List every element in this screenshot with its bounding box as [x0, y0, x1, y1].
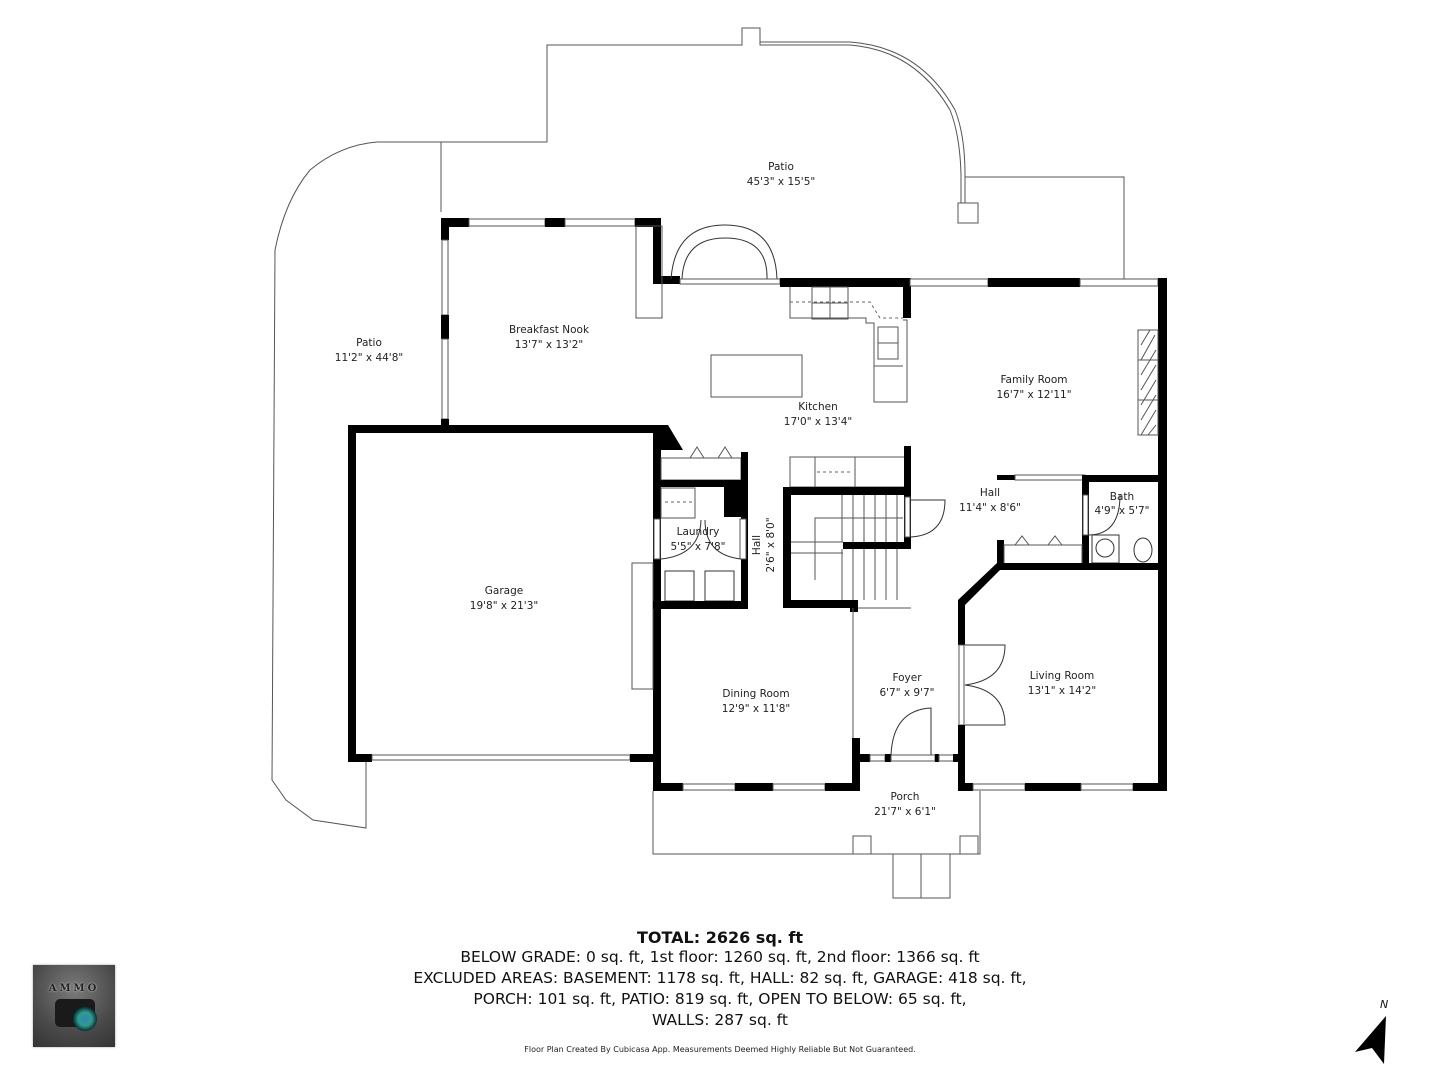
svg-text:Living Room: Living Room	[1030, 670, 1094, 682]
svg-text:Family Room: Family Room	[1000, 374, 1067, 386]
room-label-bath: Bath 4'9" x 5'7"	[1094, 491, 1149, 517]
svg-text:2'6" x 8'0": 2'6" x 8'0"	[765, 517, 777, 572]
room-label-hall-narrow: Hall 2'6" x 8'0"	[751, 517, 777, 572]
logo-text: AMMO	[48, 983, 100, 994]
svg-text:Hall: Hall	[980, 487, 1000, 499]
porch-outline	[652, 791, 981, 899]
svg-text:Bath: Bath	[1110, 491, 1134, 503]
room-label-family-room: Family Room 16'7" x 12'11"	[996, 374, 1071, 401]
camera-lens-icon	[73, 1007, 97, 1031]
room-label-hall-main: Hall 11'4" x 8'6"	[959, 487, 1021, 514]
disclaimer: Floor Plan Created By Cubicasa App. Meas…	[524, 1045, 916, 1054]
svg-text:5'5" x 7'8": 5'5" x 7'8"	[670, 541, 725, 553]
svg-text:Patio: Patio	[356, 337, 382, 349]
svg-text:13'1" x 14'2": 13'1" x 14'2"	[1028, 685, 1096, 697]
room-label-patio-left: Patio 11'2" x 44'8"	[335, 337, 403, 364]
svg-text:13'7" x 13'2": 13'7" x 13'2"	[515, 339, 583, 351]
excluded-areas-line-1: EXCLUDED AREAS: BASEMENT: 1178 sq. ft, H…	[413, 969, 1027, 987]
svg-text:Porch: Porch	[891, 791, 920, 803]
kitchen-fixtures	[710, 286, 908, 403]
svg-text:4'9" x 5'7": 4'9" x 5'7"	[1094, 505, 1149, 517]
kitchen-back-wall	[780, 278, 1167, 790]
room-label-foyer: Foyer 6'7" x 9'7"	[879, 672, 934, 699]
walls-area: WALLS: 287 sq. ft	[652, 1011, 788, 1029]
svg-text:11'4" x 8'6": 11'4" x 8'6"	[959, 502, 1021, 514]
excluded-areas-line-2: PORCH: 101 sq. ft, PATIO: 819 sq. ft, OP…	[473, 990, 967, 1008]
ammo-logo: AMMO	[33, 965, 115, 1047]
svg-text:12'9" x 11'8": 12'9" x 11'8"	[722, 703, 790, 715]
room-label-laundry: Laundry 5'5" x 7'8"	[670, 526, 725, 553]
room-label-porch: Porch 21'7" x 6'1"	[874, 791, 936, 818]
svg-text:19'8" x 21'3": 19'8" x 21'3"	[470, 600, 538, 612]
room-label-patio-top: Patio 45'3" x 15'5"	[747, 161, 815, 188]
room-label-dining-room: Dining Room 12'9" x 11'8"	[722, 688, 790, 715]
svg-text:45'3" x 15'5": 45'3" x 15'5"	[747, 176, 815, 188]
svg-text:21'7" x 6'1": 21'7" x 6'1"	[874, 806, 936, 818]
room-label-kitchen: Kitchen 17'0" x 13'4"	[784, 401, 852, 428]
svg-text:Foyer: Foyer	[892, 672, 922, 684]
svg-text:Dining Room: Dining Room	[722, 688, 789, 700]
bay-window-arch	[670, 224, 781, 285]
north-arrow-icon	[1355, 1016, 1386, 1064]
total-area: TOTAL: 2626 sq. ft	[636, 928, 804, 947]
svg-text:17'0" x 13'4": 17'0" x 13'4"	[784, 416, 852, 428]
svg-text:Patio: Patio	[768, 161, 794, 173]
floor-area-breakdown: BELOW GRADE: 0 sq. ft, 1st floor: 1260 s…	[460, 948, 980, 966]
room-label-living-room: Living Room 13'1" x 14'2"	[1028, 670, 1096, 697]
room-label-garage: Garage 19'8" x 21'3"	[470, 585, 538, 612]
dining-foyer-walls	[653, 608, 965, 791]
svg-text:11'2" x 44'8": 11'2" x 44'8"	[335, 352, 403, 364]
staircase	[783, 446, 946, 612]
room-label-breakfast-nook: Breakfast Nook 13'7" x 13'2"	[509, 324, 590, 351]
svg-text:Hall: Hall	[751, 535, 763, 555]
svg-text:Breakfast Nook: Breakfast Nook	[509, 324, 590, 336]
north-label: N	[1380, 998, 1389, 1011]
svg-text:16'7" x 12'11": 16'7" x 12'11"	[996, 389, 1071, 401]
laundry-area	[653, 446, 748, 609]
svg-text:Garage: Garage	[485, 585, 523, 597]
patio-outlines	[271, 27, 1125, 829]
svg-text:Laundry: Laundry	[677, 526, 720, 538]
compass: N	[1350, 998, 1400, 1068]
svg-text:Kitchen: Kitchen	[798, 401, 837, 413]
fireplace	[1137, 329, 1159, 436]
breakfast-nook-walls	[441, 218, 680, 429]
hall-bath-area	[958, 474, 1167, 610]
svg-text:6'7" x 9'7": 6'7" x 9'7"	[879, 687, 934, 699]
